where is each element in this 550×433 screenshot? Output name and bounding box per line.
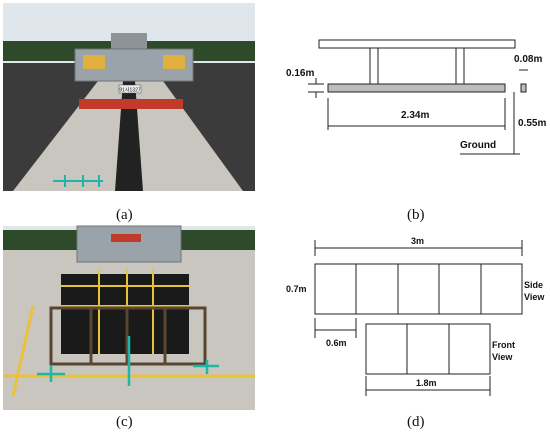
truck-body-c	[76, 225, 182, 263]
label-b: (b)	[407, 207, 425, 223]
height-label: 0.16m	[286, 68, 314, 79]
length-label: 2.34m	[401, 110, 429, 121]
label-c: (c)	[116, 414, 133, 430]
front-view-box	[365, 323, 491, 375]
total-length-label: 3m	[411, 236, 424, 246]
side-view-box	[314, 263, 523, 315]
floor-markers	[53, 175, 103, 187]
plate-text: 91사1327	[119, 87, 141, 94]
diagram-b: 0.16m 0.08m 2.34m 0.55m Ground	[286, 39, 546, 155]
photo-c	[3, 225, 255, 410]
height-label-d: 0.7m	[286, 284, 307, 294]
truck-bed	[318, 39, 516, 49]
photo-a: 91사1327	[3, 3, 255, 191]
support-right	[455, 47, 465, 85]
floor-markers-c	[37, 336, 219, 386]
barrel-load	[61, 270, 189, 354]
front-view-label-1: Front	[492, 340, 515, 350]
label-d: (d)	[407, 414, 425, 430]
front-width-label: 1.8m	[416, 378, 437, 388]
side-view-label-1: Side	[524, 280, 543, 290]
diagram-d: 3m 0.7m Side View 0.6m Front View 1.8m	[286, 236, 545, 396]
ground-label: Ground	[460, 140, 496, 151]
support-left	[369, 47, 379, 85]
side-view-cells	[355, 264, 482, 314]
rear-bumper	[79, 99, 183, 109]
width-label: 0.08m	[514, 54, 542, 65]
front-view-label-2: View	[492, 352, 513, 362]
plate-section	[520, 83, 527, 93]
clearance-label: 0.55m	[518, 118, 546, 129]
side-view-label-2: View	[524, 292, 545, 302]
load-plate	[327, 83, 506, 93]
cell-width-label: 0.6m	[326, 338, 347, 348]
label-a: (a)	[116, 207, 133, 223]
front-view-cells	[406, 324, 450, 374]
